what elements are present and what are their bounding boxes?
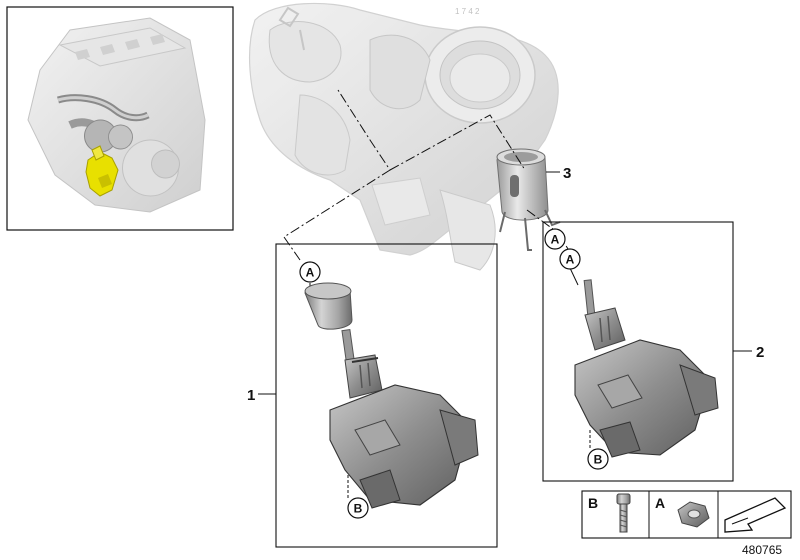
part-3-sleeve bbox=[496, 148, 561, 251]
svg-text:A: A bbox=[551, 233, 560, 247]
engine-block-illustration bbox=[27, 17, 206, 213]
svg-text:B: B bbox=[594, 453, 603, 467]
legend-label-b: B bbox=[588, 495, 598, 511]
hex-nut-icon bbox=[677, 501, 710, 528]
callout-part-2: 2 bbox=[756, 344, 764, 361]
part-2-actuator bbox=[574, 279, 719, 458]
part-1-actuator bbox=[329, 329, 479, 509]
marker-b-part2: B bbox=[587, 448, 609, 470]
marker-b-part1: B bbox=[347, 497, 369, 519]
svg-text:A: A bbox=[566, 253, 575, 267]
turbocharger-ghost: 1 7 4 2 bbox=[248, 2, 559, 271]
highlighted-actuator bbox=[85, 145, 119, 197]
part-1-group bbox=[275, 243, 498, 548]
marker-a-part2: A bbox=[559, 248, 581, 270]
hardware-legend: B A bbox=[581, 490, 792, 539]
callout-part-3: 3 bbox=[563, 165, 571, 182]
marker-a-part1: A bbox=[299, 261, 321, 283]
svg-text:B: B bbox=[354, 502, 363, 516]
leader-a2 bbox=[569, 267, 579, 286]
screw-icon bbox=[616, 493, 631, 533]
dashdot-line-part3 bbox=[389, 114, 526, 171]
part-2-frame bbox=[542, 221, 734, 482]
part-1-frame bbox=[275, 243, 498, 548]
svg-text:1 7 4 2: 1 7 4 2 bbox=[455, 7, 480, 16]
part-1-cap bbox=[304, 282, 353, 330]
callout-part-1: 1 bbox=[247, 387, 255, 404]
image-id: 480765 bbox=[742, 543, 782, 557]
installation-direction-icon bbox=[724, 497, 787, 533]
part-2-group bbox=[542, 221, 734, 482]
overview-inset bbox=[6, 6, 234, 231]
marker-a-sleeve: A bbox=[544, 228, 566, 250]
svg-text:A: A bbox=[306, 266, 315, 280]
legend-label-a: A bbox=[655, 495, 665, 511]
